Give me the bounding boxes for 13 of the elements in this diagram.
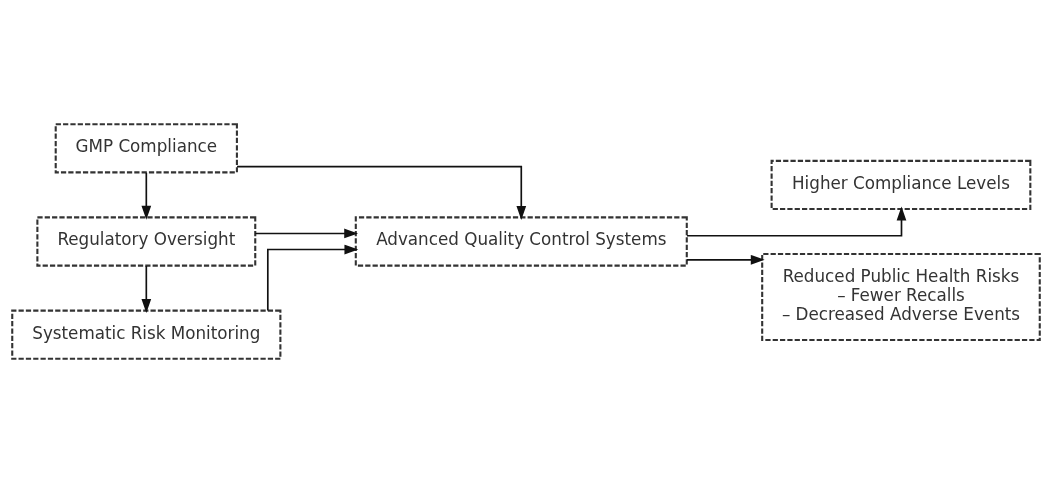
node-box: Systematic Risk Monitoring xyxy=(11,309,282,360)
node-box: Advanced Quality Control Systems xyxy=(354,215,688,267)
arrow xyxy=(141,171,152,220)
node-box: Regulatory Oversight xyxy=(36,215,257,267)
arrow xyxy=(686,206,907,237)
node-box: GMP Compliance xyxy=(54,122,238,173)
arrow xyxy=(266,244,359,311)
node-box: Higher Compliance Levels xyxy=(770,159,1032,210)
arrow xyxy=(236,165,527,220)
arrow xyxy=(686,254,765,265)
arrow xyxy=(141,264,152,313)
node-box: Reduced Public Health Risks – Fewer Recalls – Decreased Adverse Events xyxy=(761,252,1041,341)
arrow xyxy=(254,228,359,238)
